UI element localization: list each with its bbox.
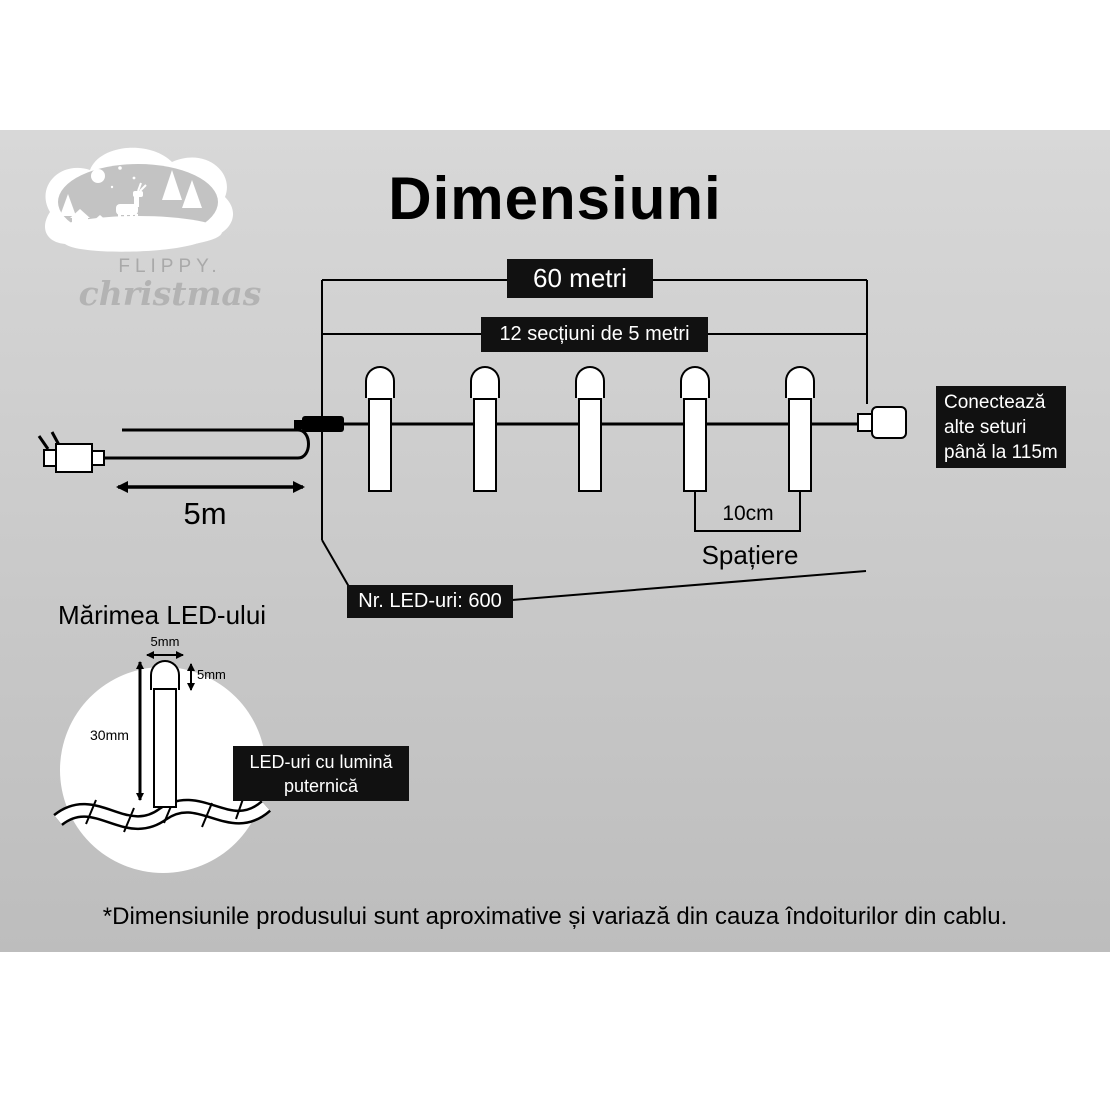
- led-note-line: puternică: [283, 775, 359, 796]
- led-size-section-title: Mărimea LED-ului: [58, 600, 267, 630]
- connect-note-line: până la 115m: [944, 441, 1058, 463]
- led-detail-body: [153, 688, 177, 808]
- total-length-badge: 60 metri: [507, 259, 653, 298]
- led-height-label: 5mm: [197, 667, 226, 682]
- logo-deer-icon: [116, 182, 147, 225]
- led-length-label: 30mm: [90, 727, 129, 743]
- sections-badge: 12 secțiuni de 5 metri: [481, 317, 708, 352]
- logo-script-text: christmas: [78, 274, 262, 313]
- page-title: Dimensiuni: [388, 165, 722, 232]
- spacing-label: Spațiere: [701, 540, 799, 570]
- led-note-line: LED-uri cu lumină: [249, 751, 393, 772]
- led-note-badge: LED-uri cu lumină puternică: [233, 746, 409, 801]
- led-count-badge: Nr. LED-uri: 600: [347, 585, 513, 618]
- connect-note-badge: Conectează alte seturi până la 115m: [936, 386, 1066, 468]
- disclaimer-text: *Dimensiunile produsului sunt aproximati…: [102, 903, 1008, 930]
- spacing-value-label: 10cm: [722, 502, 774, 525]
- logo-houses: [70, 209, 108, 231]
- logo-brand-text: FLIPPY.: [118, 256, 222, 277]
- connect-note-line: Conectează: [944, 391, 1046, 413]
- led-width-label: 5mm: [150, 634, 180, 649]
- lead-length-label: 5m: [183, 496, 227, 531]
- logo-winter-scene-icon: [45, 147, 234, 252]
- led-detail-dome: [150, 660, 180, 690]
- connect-note-line: alte seturi: [944, 416, 1027, 438]
